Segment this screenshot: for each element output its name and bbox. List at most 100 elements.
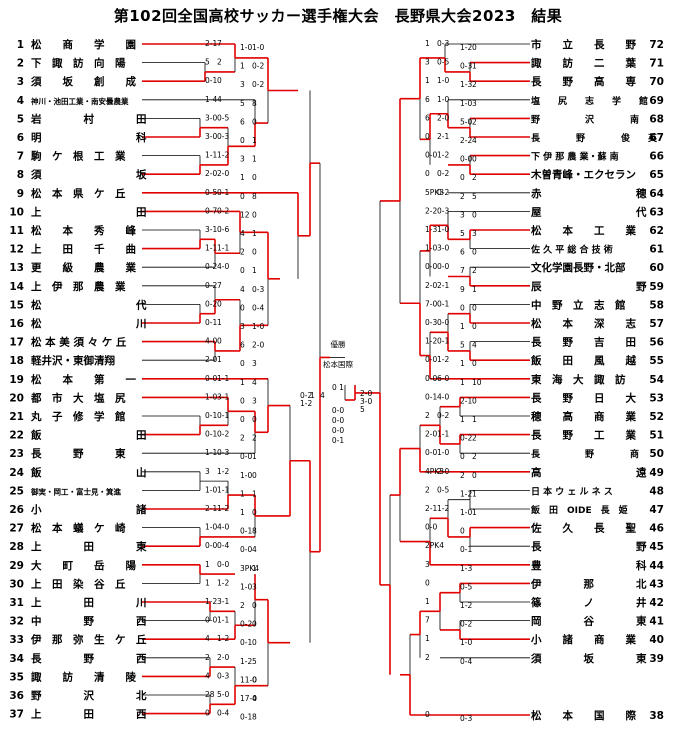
match-score: 3 [240, 322, 245, 331]
left-team-number: 7 [17, 151, 24, 163]
match-score: 0-0 [425, 448, 437, 457]
right-team-number: 46 [649, 523, 664, 535]
right-team-name: 篠 ノ 井 [531, 596, 647, 609]
match-score: 8 [252, 99, 257, 108]
match-score: 3-1 [217, 597, 229, 606]
match-score: 1 [472, 62, 477, 71]
left-team-number: 29 [9, 560, 24, 572]
left-team-name: 軽井沢・東御清翔 [31, 354, 115, 367]
match-score: 1 [217, 318, 222, 327]
match-score: 5-0 [217, 690, 229, 699]
left-team-number: 19 [9, 374, 24, 386]
match-score: 6 [460, 248, 465, 257]
match-score: 1 [472, 415, 477, 424]
match-score: 1-4 [205, 95, 217, 104]
match-score: 0 [217, 299, 222, 308]
left-team-name: 須 坂 創 成 [30, 75, 136, 88]
match-score: 0 [240, 192, 245, 201]
right-team-name: 東 海 大 諏 訪 [531, 373, 626, 386]
match-score: 4 [252, 378, 257, 387]
left-team-number: 25 [9, 485, 24, 497]
right-team-number: 49 [649, 467, 664, 479]
left-team-number: 17 [9, 337, 24, 349]
match-score: 4 [205, 671, 210, 680]
left-team-number: 34 [9, 653, 24, 665]
match-score: 0-4 [217, 709, 229, 718]
right-team-name: 長 野 [531, 541, 647, 553]
left-team-number: 9 [17, 188, 24, 200]
right-team-name: 飯 田 OIDE 長 姫 [530, 504, 628, 516]
match-score: 5 [460, 229, 465, 238]
left-team-name: 上 田 西 [31, 708, 147, 721]
match-score: 1 [205, 560, 210, 569]
match-score: 2PK4 [425, 541, 444, 550]
match-score: 5 [252, 657, 257, 666]
right-team-number: 48 [649, 485, 664, 497]
match-score: 0-3 [460, 62, 472, 71]
match-score: 4-0 [437, 392, 449, 401]
left-team-number: 31 [9, 597, 24, 609]
match-score: 2 [460, 192, 465, 201]
match-score: 0 [472, 248, 477, 257]
match-score: 1 [205, 578, 210, 587]
left-team-number: 21 [9, 411, 24, 423]
match-score: 0 [252, 210, 257, 219]
left-team-number: 12 [9, 244, 24, 256]
right-team-name: 下 伊 那 農 業・蘇 南 [531, 151, 619, 163]
match-score: 2-0 [217, 169, 229, 178]
left-team-name: 諏 訪 清 陵 [31, 670, 136, 683]
left-team-number: 20 [9, 392, 24, 404]
match-score: 0-5 [437, 58, 449, 67]
right-team-name: 長 野 俊 英 [531, 132, 658, 144]
right-team-number: 52 [649, 411, 664, 423]
left-team-number: 5 [17, 113, 24, 125]
match-score: 3 [252, 396, 257, 405]
right-team-name: 文化学園長野・北部 [530, 261, 626, 274]
right-team-name: 松 本 深 志 [531, 317, 636, 330]
right-team-number: 67 [649, 132, 664, 144]
right-team-name: 市 立 長 野 [531, 38, 636, 51]
match-score: 1 [472, 508, 477, 517]
left-team-name: 飯 山 [30, 466, 147, 479]
match-score: 1 [240, 173, 245, 182]
match-score: 0-2 [252, 80, 264, 89]
match-score: 1-2 [217, 578, 229, 587]
left-team-number: 10 [9, 206, 24, 218]
left-team-number: 33 [9, 634, 24, 646]
match-score: 0-6 [217, 225, 229, 234]
match-score: 0-5 [217, 113, 229, 122]
right-team-name: 佐 久 長 聖 [530, 522, 636, 535]
match-score: 1 [217, 355, 222, 364]
match-score: 0-0 [425, 374, 437, 383]
match-score: 0-3 [252, 285, 264, 294]
match-score: 1 [252, 564, 257, 573]
match-score: 2 [472, 117, 477, 126]
match-score: 4 [252, 545, 257, 554]
match-score: 0-2 [205, 262, 217, 271]
right-team-number: 43 [649, 578, 664, 590]
right-semifinal-score: 5 [360, 405, 365, 414]
match-score: 1 [252, 266, 257, 275]
match-score: 1-0 [460, 638, 472, 647]
match-score: 2 [425, 653, 430, 662]
match-score: 7 [217, 281, 222, 290]
right-semifinal-score: 3-0 [360, 397, 372, 406]
right-team-number: 45 [649, 541, 664, 553]
match-score: 0-0 [240, 545, 252, 554]
match-score: 11-0 [240, 675, 257, 684]
left-team-name: 松 本 秀 峰 [31, 224, 136, 237]
left-team-name: 松 本 県 ケ 丘 [31, 187, 126, 200]
left-team-name: 駒 ケ 根 工 業 [30, 150, 126, 163]
match-score: 1-1 [217, 244, 229, 253]
match-score: 0-3 [425, 318, 437, 327]
right-team-name: 日 本 ウ ェ ル ネ ス [531, 485, 613, 497]
left-team-name: 松 本 第 一 [31, 373, 136, 386]
right-team-number: 56 [649, 337, 664, 349]
left-team-name: 更 級 農 業 [31, 261, 136, 274]
match-score: 2-1 [437, 132, 449, 141]
right-team-number: 65 [649, 169, 664, 181]
match-score: 0-2 [437, 411, 449, 420]
match-score: 0 [252, 620, 257, 629]
left-team-name: 明 科 [31, 131, 147, 144]
